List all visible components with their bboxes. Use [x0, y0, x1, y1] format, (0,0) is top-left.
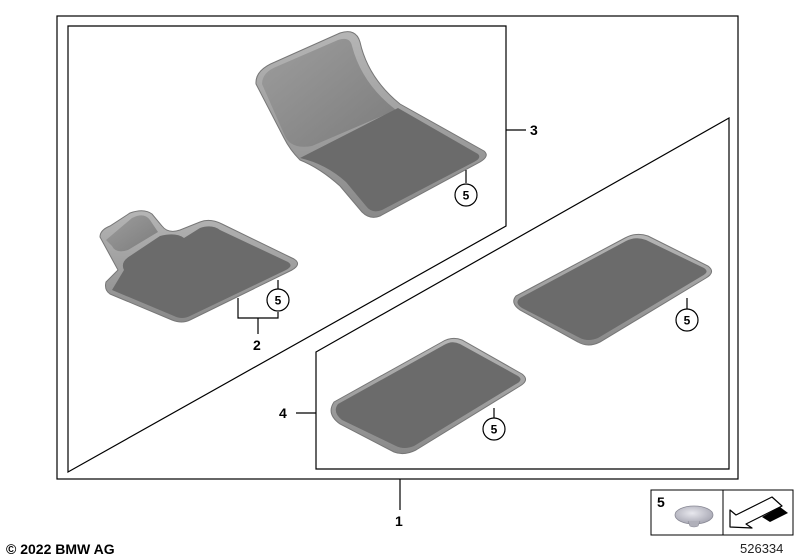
svg-text:5: 5: [657, 494, 665, 510]
front-right-mat: [255, 31, 487, 218]
front-section-frame: [67, 25, 507, 474]
svg-text:5: 5: [463, 189, 470, 203]
svg-text:5: 5: [684, 314, 691, 328]
outer-frame: [56, 15, 739, 480]
leader-lines: [237, 129, 688, 510]
diagram-reference-number: 526334: [740, 541, 784, 556]
clip-callout-rear-upper: 5: [675, 308, 699, 332]
clip-callout-front-left: 5: [266, 288, 290, 312]
copyright-text: © 2022 BMW AG: [6, 541, 115, 557]
inset-symbol-box: [722, 489, 794, 536]
label-1: 1: [395, 513, 403, 529]
rear-mat-upper: [513, 233, 712, 346]
rear-mat-lower: [330, 337, 526, 455]
rear-section-frame: [315, 116, 730, 470]
svg-text:5: 5: [275, 294, 282, 308]
clip-callout-front-right: 5: [454, 183, 478, 207]
arrow-symbol-icon: [729, 496, 783, 529]
front-left-mat: [99, 210, 298, 323]
inset-clip-box: 5: [650, 489, 724, 536]
svg-text:5: 5: [491, 423, 498, 437]
label-4: 4: [279, 405, 287, 421]
label-3: 3: [530, 122, 538, 138]
clip-callout-rear-lower: 5: [482, 417, 506, 441]
label-2: 2: [253, 337, 261, 353]
